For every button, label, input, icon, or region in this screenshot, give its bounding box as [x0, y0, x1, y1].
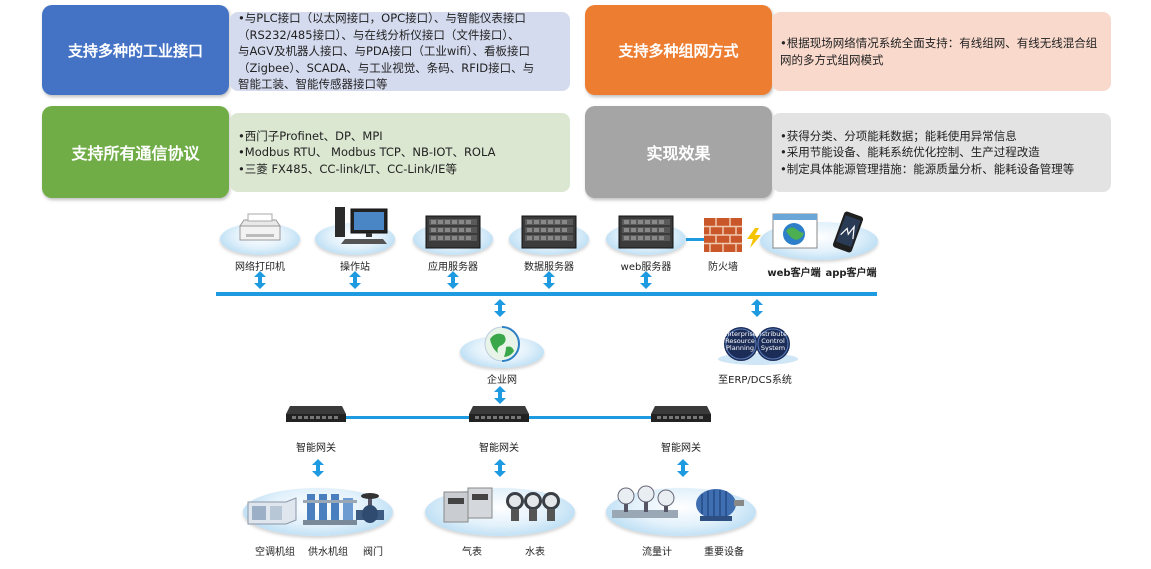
protocol-line: •西门子Profinet、DP、MPI — [238, 128, 383, 143]
workstation-bus-arrow — [348, 271, 362, 289]
dcs-text: Distributed Control System — [754, 330, 792, 352]
flowmeter-icon[interactable] — [612, 484, 678, 528]
valve-icon[interactable] — [356, 492, 384, 526]
printer-bus-arrow — [253, 271, 267, 289]
erp-dcs-label: 至ERP/DCS系统 — [718, 375, 792, 386]
app-server-icon[interactable] — [425, 215, 481, 249]
firewall-icon[interactable] — [704, 218, 742, 252]
key-equipment-icon[interactable] — [692, 486, 746, 524]
enterprise-net-label: 企业网 — [487, 375, 517, 386]
key-equipment-label: 重要设备 — [704, 547, 744, 558]
water-meter-icon[interactable] — [505, 487, 561, 525]
web-server-label: web服务器 — [620, 262, 672, 273]
lightning-icon — [747, 228, 761, 248]
ac-unit-icon[interactable] — [246, 496, 298, 526]
water-pump-icon[interactable] — [303, 490, 357, 528]
printer-icon[interactable] — [238, 212, 282, 242]
card-title-protocols: 支持所有通信协议 — [42, 106, 229, 198]
gateway3-field-arrow — [676, 459, 690, 477]
flowmeter-label: 流量计 — [642, 547, 672, 558]
data-server-icon[interactable] — [521, 215, 577, 249]
protocol-line: •Modbus RTU、 Modbus TCP、NB-IOT、ROLA — [238, 145, 496, 160]
card-body-effect: •获得分类、分项能耗数据；能耗使用异常信息 •采用节能设备、能耗系统优化控制、生… — [772, 113, 1111, 192]
globe-icon[interactable] — [482, 325, 522, 363]
gas-meter-icon[interactable] — [442, 486, 496, 526]
gateway-icon-2[interactable] — [468, 404, 530, 424]
enterprise-gateway-arrow — [493, 386, 507, 404]
web-client-label: web客户端 — [767, 268, 821, 279]
gateway-label-1: 智能网关 — [296, 443, 336, 454]
protocol-line: •三菱 FX485、CC-link/LT、CC-Link/IE等 — [238, 161, 457, 176]
erp-dcs-icon[interactable] — [716, 326, 800, 366]
industrial-line: •与PLC接口（以太网接口，OPC接口）、与智能仪表接口 — [238, 11, 526, 26]
industrial-line: （Zigbee）、SCADA、与工业视觉、条码、RFID接口、与 — [238, 60, 535, 75]
data-server-bus-arrow — [542, 271, 556, 289]
effect-line: •制定具体能源管理措施：能源质量分析、能耗设备管理等 — [780, 161, 1075, 176]
erp-text: Enterprise Resource Planning — [723, 330, 757, 352]
web-server-bus-arrow — [639, 271, 653, 289]
firewall-link — [686, 238, 708, 241]
industrial-line: 与AGV及机器人接口、与PDA接口（工业wifi）、看板接口 — [238, 44, 530, 59]
app-client-icon[interactable] — [830, 211, 866, 253]
card-title-effect: 实现效果 — [585, 106, 772, 198]
web-client-icon[interactable] — [772, 213, 818, 249]
gateway1-field-arrow — [311, 459, 325, 477]
industrial-line: （RS232/485接口）、与在线分析仪接口（文件接口）、 — [238, 27, 520, 42]
data-server-label: 数据服务器 — [524, 262, 574, 273]
card-body-industrial-interface: •与PLC接口（以太网接口，OPC接口）、与智能仪表接口 （RS232/485接… — [230, 11, 570, 92]
bus-erp-arrow — [750, 299, 764, 317]
app-server-label: 应用服务器 — [428, 262, 478, 273]
ac-unit-label: 空调机组 — [255, 547, 295, 558]
main-network-bus — [216, 292, 877, 296]
water-pump-label: 供水机组 — [308, 547, 348, 558]
gateway2-field-arrow — [493, 459, 507, 477]
workstation-label: 操作站 — [340, 262, 370, 273]
gateway-label-3: 智能网关 — [661, 443, 701, 454]
card-body-protocols: •西门子Profinet、DP、MPI •Modbus RTU、 Modbus … — [230, 113, 570, 192]
firewall-label: 防火墙 — [708, 262, 738, 273]
bus-enterprise-arrow — [493, 299, 507, 317]
gas-meter-label: 气表 — [462, 547, 482, 558]
water-meter-label: 水表 — [525, 547, 545, 558]
effect-line: •采用节能设备、能耗系统优化控制、生产过程改造 — [780, 145, 1040, 160]
printer-label: 网络打印机 — [235, 262, 285, 273]
gateway-icon-1[interactable] — [285, 404, 347, 424]
networking-line: •根据现场网络情况系统全面支持：有线组网、有线无线混合组网的多方式组网模式 — [780, 36, 1098, 67]
card-body-networking: •根据现场网络情况系统全面支持：有线组网、有线无线混合组网的多方式组网模式 — [772, 12, 1111, 91]
gateway-icon-3[interactable] — [650, 404, 712, 424]
card-title-networking: 支持多种组网方式 — [585, 5, 772, 95]
effect-line: •获得分类、分项能耗数据；能耗使用异常信息 — [780, 128, 1017, 143]
workstation-icon[interactable] — [333, 205, 391, 245]
gateway-label-2: 智能网关 — [479, 443, 519, 454]
app-server-bus-arrow — [446, 271, 460, 289]
card-title-industrial-interface: 支持多种的工业接口 — [42, 5, 229, 95]
industrial-line: 智能工装、智能传感器接口等 — [238, 77, 388, 92]
valve-label: 阀门 — [363, 547, 383, 558]
app-client-label: app客户端 — [825, 268, 877, 279]
web-server-icon[interactable] — [618, 215, 674, 249]
